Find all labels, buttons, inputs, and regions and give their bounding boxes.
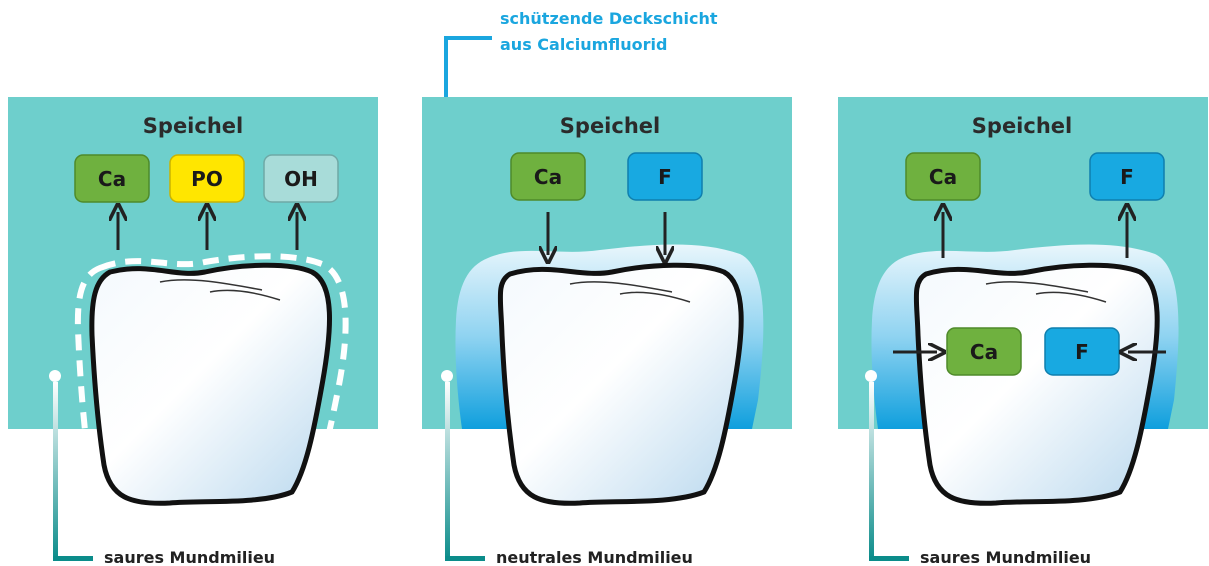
panel-caption: saures Mundmilieu [920, 548, 1091, 566]
panel-1: Speichel Ca PO OH saures Mundmilieu [8, 97, 378, 566]
leader-line [445, 382, 450, 560]
panel-caption: saures Mundmilieu [104, 548, 275, 566]
tooth [500, 265, 741, 503]
tooth [916, 265, 1157, 503]
ion-f: F [628, 153, 702, 200]
panel-title: Speichel [560, 114, 660, 138]
ion-oh: OH [264, 155, 338, 202]
ion-ca: Ca [906, 153, 980, 200]
leader-line-foot [445, 556, 485, 561]
leader-line [869, 382, 874, 560]
ion-po: PO [170, 155, 244, 202]
leader-line-foot [53, 556, 93, 561]
ion-label: F [1120, 165, 1134, 189]
panel-3: Speichel Ca F Ca F saures Mundmilieu [838, 97, 1208, 566]
ion-label: PO [191, 167, 223, 191]
panel-caption: neutrales Mundmilieu [496, 548, 693, 566]
ion-label: Ca [534, 165, 562, 189]
ion-label: OH [284, 167, 318, 191]
ion-label: F [1075, 340, 1089, 364]
panel-title: Speichel [143, 114, 243, 138]
panel-title: Speichel [972, 114, 1072, 138]
ion-ca: Ca [511, 153, 585, 200]
leader-dot [49, 370, 61, 382]
ion-label: Ca [929, 165, 957, 189]
ion-ca: Ca [75, 155, 149, 202]
leader-dot [865, 370, 877, 382]
panel-2: Speichel Ca F neutrales Mundmilieu [422, 97, 792, 566]
ion-ca-inside: Ca [947, 328, 1021, 375]
ion-label: Ca [970, 340, 998, 364]
annotation-line-2: aus Calciumfluorid [500, 35, 667, 54]
tooth [92, 265, 330, 503]
ion-label: F [658, 165, 672, 189]
ion-f: F [1090, 153, 1164, 200]
leader-line [53, 382, 58, 560]
annotation-line-1: schützende Deckschicht [500, 9, 718, 28]
leader-line-foot [869, 556, 909, 561]
ion-f-inside: F [1045, 328, 1119, 375]
leader-dot [441, 370, 453, 382]
ion-label: Ca [98, 167, 126, 191]
